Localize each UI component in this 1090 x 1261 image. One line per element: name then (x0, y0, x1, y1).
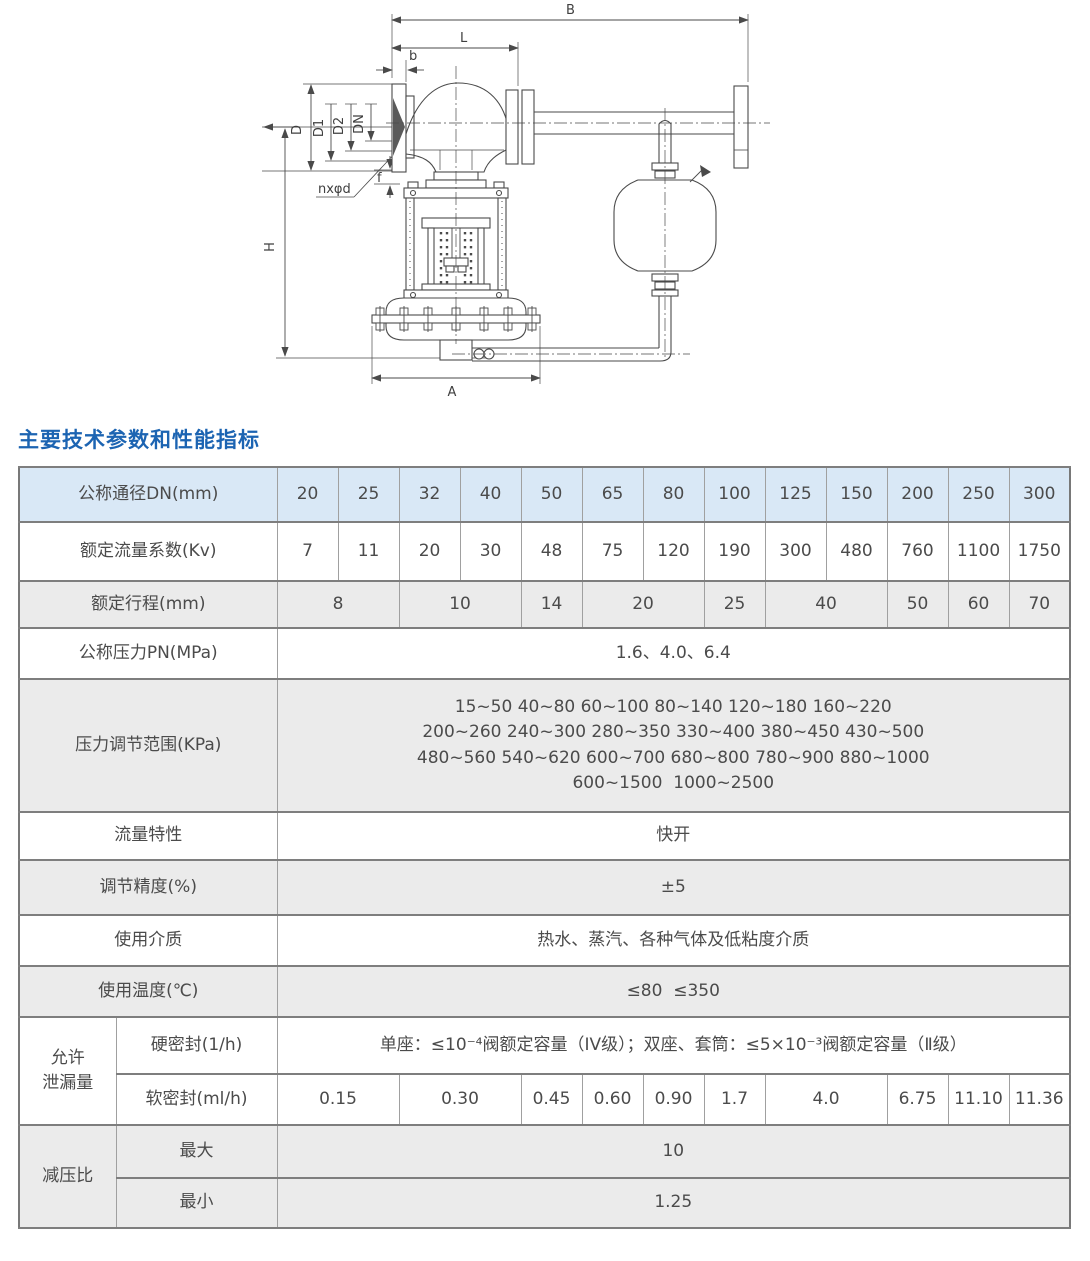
value-cell: 760 (886, 521, 949, 582)
row-label-pressure-adjust-range: 压力调节范围(KPa) (18, 678, 278, 813)
value-cell: 8 (276, 580, 400, 629)
value-cell: 125 (764, 466, 827, 523)
value-cell: 50 (520, 466, 583, 523)
value-cell: 190 (703, 521, 766, 582)
row-label-allowable-leakage: 允许泄漏量 (18, 1016, 117, 1126)
table-row: 流量特性快开 (18, 811, 1071, 861)
table-row: 使用温度(℃)≤80 ≤350 (18, 965, 1071, 1018)
value-cell: 250 (947, 466, 1010, 523)
dim-label-L: L (460, 31, 468, 46)
value-cell: 20 (398, 521, 461, 582)
dim-label-DN: DN (352, 114, 367, 134)
dim-label-D1: D1 (312, 119, 327, 137)
value-cell: 1.25 (276, 1177, 1071, 1229)
table-row: 调节精度(%)±5 (18, 859, 1071, 916)
value-cell: 0.60 (581, 1073, 644, 1126)
value-cell: 60 (947, 580, 1010, 629)
value-cell: 单座：≤10⁻⁴阀额定容量（IV级）；双座、套筒：≤5×10⁻³阀额定容量（Ⅱ级… (276, 1016, 1071, 1075)
value-cell: 11.36 (1008, 1073, 1071, 1126)
dim-label-nxfd: nxφd (318, 182, 351, 197)
row-label-nominal-diameter: 公称通径DN(mm) (18, 466, 278, 523)
value-cell: 6.75 (886, 1073, 949, 1126)
row-label-service-temperature: 使用温度(℃) (18, 965, 278, 1018)
dim-label-D2: D2 (332, 117, 347, 135)
row-label-flow-coefficient: 额定流量系数(Kv) (18, 521, 278, 582)
row-label-soft-seal: 软密封(ml/h) (115, 1073, 278, 1126)
row-label-hard-seal: 硬密封(1/h) (115, 1016, 278, 1075)
value-cell: 1.7 (703, 1073, 766, 1126)
value-cell: 75 (581, 521, 644, 582)
value-cell: 65 (581, 466, 644, 523)
value-cell: 0.45 (520, 1073, 583, 1126)
row-label-rated-travel: 额定行程(mm) (18, 580, 278, 629)
row-label-nominal-pressure: 公称压力PN(MPa) (18, 627, 278, 680)
value-cell: 14 (520, 580, 583, 629)
value-cell: 40 (764, 580, 888, 629)
dim-label-B: B (566, 3, 575, 18)
value-cell: 48 (520, 521, 583, 582)
section-heading: 主要技术参数和性能指标 (18, 428, 260, 452)
valve-outline-diagram: B L b D D1 D2 DN nxφd f H A (0, 0, 1090, 412)
datasheet-page: B L b D D1 D2 DN nxφd f H A 主要技术参数和性能指标 … (0, 0, 1090, 1229)
dim-label-A: A (448, 385, 457, 400)
value-cell: 50 (886, 580, 949, 629)
dim-label-H: H (263, 242, 278, 252)
value-cell: 1.6、4.0、6.4 (276, 627, 1071, 680)
row-label-max: 最大 (115, 1124, 278, 1179)
table-row: 压力调节范围(KPa)15~50 40~80 60~100 80~140 120… (18, 678, 1071, 813)
row-label-adjust-accuracy: 调节精度(%) (18, 859, 278, 916)
row-label-pressure-reduction-ratio: 减压比 (18, 1124, 117, 1229)
value-cell: 480 (825, 521, 888, 582)
value-cell: 100 (703, 466, 766, 523)
value-cell: 4.0 (764, 1073, 888, 1126)
table-row: 公称压力PN(MPa)1.6、4.0、6.4 (18, 627, 1071, 680)
value-cell: 150 (825, 466, 888, 523)
value-cell: ≤80 ≤350 (276, 965, 1071, 1018)
value-cell: 40 (459, 466, 522, 523)
value-cell: 热水、蒸汽、各种气体及低粘度介质 (276, 914, 1071, 967)
value-cell: 1750 (1008, 521, 1071, 582)
value-cell: 1100 (947, 521, 1010, 582)
value-cell: 30 (459, 521, 522, 582)
value-cell: 80 (642, 466, 705, 523)
value-cell: 300 (764, 521, 827, 582)
value-cell: 300 (1008, 466, 1071, 523)
value-cell: 20 (581, 580, 705, 629)
value-cell: 15~50 40~80 60~100 80~140 120~180 160~22… (276, 678, 1071, 813)
value-cell: 11.10 (947, 1073, 1010, 1126)
value-cell: 10 (276, 1124, 1071, 1179)
value-cell: 20 (276, 466, 339, 523)
dim-label-b: b (409, 49, 417, 64)
value-cell: 0.15 (276, 1073, 400, 1126)
value-cell: 快开 (276, 811, 1071, 861)
value-cell: ±5 (276, 859, 1071, 916)
value-cell: 25 (337, 466, 400, 523)
valve-outline-svg: B L b D D1 D2 DN nxφd f H A (262, 3, 770, 400)
value-cell: 10 (398, 580, 522, 629)
dim-label-D: D (290, 125, 305, 135)
value-cell: 0.90 (642, 1073, 705, 1126)
value-cell: 25 (703, 580, 766, 629)
value-cell: 120 (642, 521, 705, 582)
value-cell: 0.30 (398, 1073, 522, 1126)
table-row: 允许泄漏量硬密封(1/h)单座：≤10⁻⁴阀额定容量（IV级）；双座、套筒：≤5… (18, 1016, 1071, 1126)
value-cell: 11 (337, 521, 400, 582)
value-cell: 7 (276, 521, 339, 582)
table-row: 使用介质热水、蒸汽、各种气体及低粘度介质 (18, 914, 1071, 967)
row-label-flow-characteristic: 流量特性 (18, 811, 278, 861)
dim-label-f: f (377, 171, 382, 186)
value-cell: 70 (1008, 580, 1071, 629)
value-cell: 32 (398, 466, 461, 523)
value-cell: 200 (886, 466, 949, 523)
row-label-min: 最小 (115, 1177, 278, 1229)
row-label-medium: 使用介质 (18, 914, 278, 967)
